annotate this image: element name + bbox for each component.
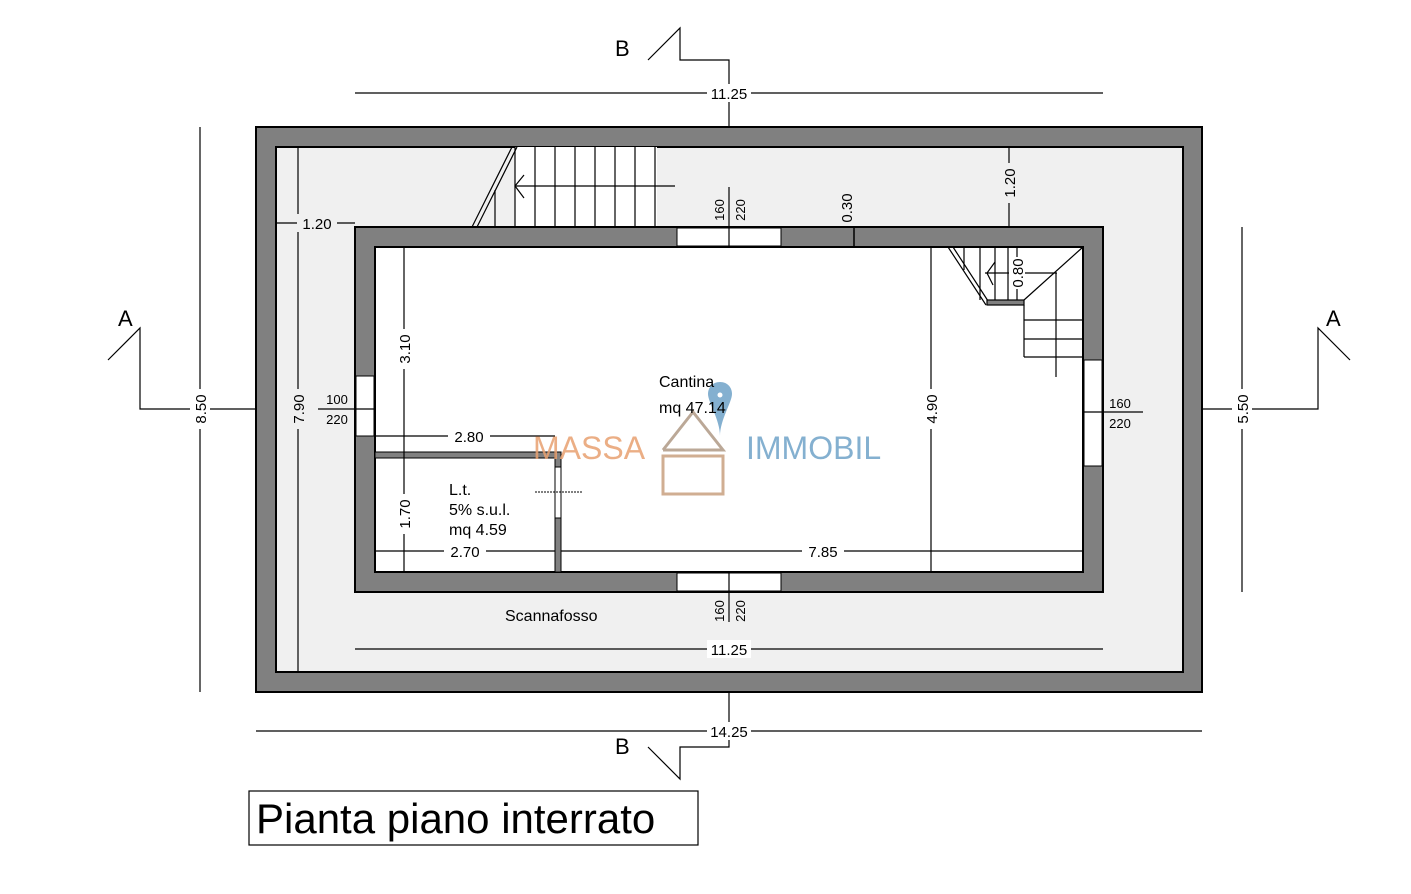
room-lt-name: L.t. (449, 482, 471, 499)
dim-gap-height: 7.90 (291, 394, 308, 423)
house-body-icon (661, 454, 725, 496)
dim-top-gap: 1.20 (1002, 168, 1019, 197)
opening-right-h: 220 (1109, 416, 1131, 431)
dim-wall-seg: 0.30 (839, 193, 856, 222)
opening-top-w: 160 (712, 199, 727, 221)
dim-room-h2: 1.70 (397, 499, 414, 528)
dim-lt-w1: 2.80 (454, 429, 483, 446)
opening-top-h: 220 (733, 199, 748, 221)
opening-left-h: 220 (326, 412, 348, 427)
watermark-massa: MASSA (533, 430, 646, 466)
map-pin-icon (708, 382, 732, 436)
house-roof-icon (661, 409, 727, 452)
section-b-bottom: B (615, 734, 630, 759)
window-left (355, 375, 375, 437)
page-title: Pianta piano interrato (256, 795, 655, 842)
interior-stairs (947, 246, 1084, 377)
dim-lt-w2: 2.70 (450, 544, 479, 561)
watermark-immobil: IMMOBIL (746, 430, 881, 466)
dim-overall-width: 14.25 (710, 724, 748, 741)
dim-inner-height: 5.50 (1235, 394, 1252, 423)
room-lt-area: mq 4.59 (449, 522, 507, 539)
opening-left-w: 100 (326, 392, 348, 407)
section-a-left: A (118, 306, 133, 331)
title-box (248, 790, 699, 846)
dim-room-h1: 3.10 (397, 334, 414, 363)
window-right (1083, 359, 1103, 467)
room-cantina-area: mq 47.14 (659, 400, 726, 417)
dim-main-w: 7.85 (808, 544, 837, 561)
dim-stair-gap: 0.80 (1010, 258, 1027, 287)
section-a-right: A (1326, 306, 1341, 331)
dim-overall-height: 8.50 (193, 394, 210, 423)
cantina-room (374, 246, 1084, 573)
section-b-top: B (615, 36, 630, 61)
exterior-stairs (471, 146, 675, 228)
opening-bottom-h: 220 (733, 600, 748, 622)
dim-main-h: 4.90 (924, 394, 941, 423)
dim-left-gap: 1.20 (302, 216, 331, 233)
room-scannafosso: Scannafosso (505, 608, 598, 625)
room-lt-note: 5% s.u.l. (449, 502, 510, 519)
opening-right-w: 160 (1109, 396, 1131, 411)
opening-bottom-w: 160 (712, 600, 727, 622)
room-cantina-name: Cantina (659, 374, 714, 391)
dim-top-width: 11.25 (711, 86, 747, 103)
watermark-logo: MASSA IMMOBIL (533, 382, 881, 496)
dim-bottom-width: 11.25 (711, 642, 747, 659)
